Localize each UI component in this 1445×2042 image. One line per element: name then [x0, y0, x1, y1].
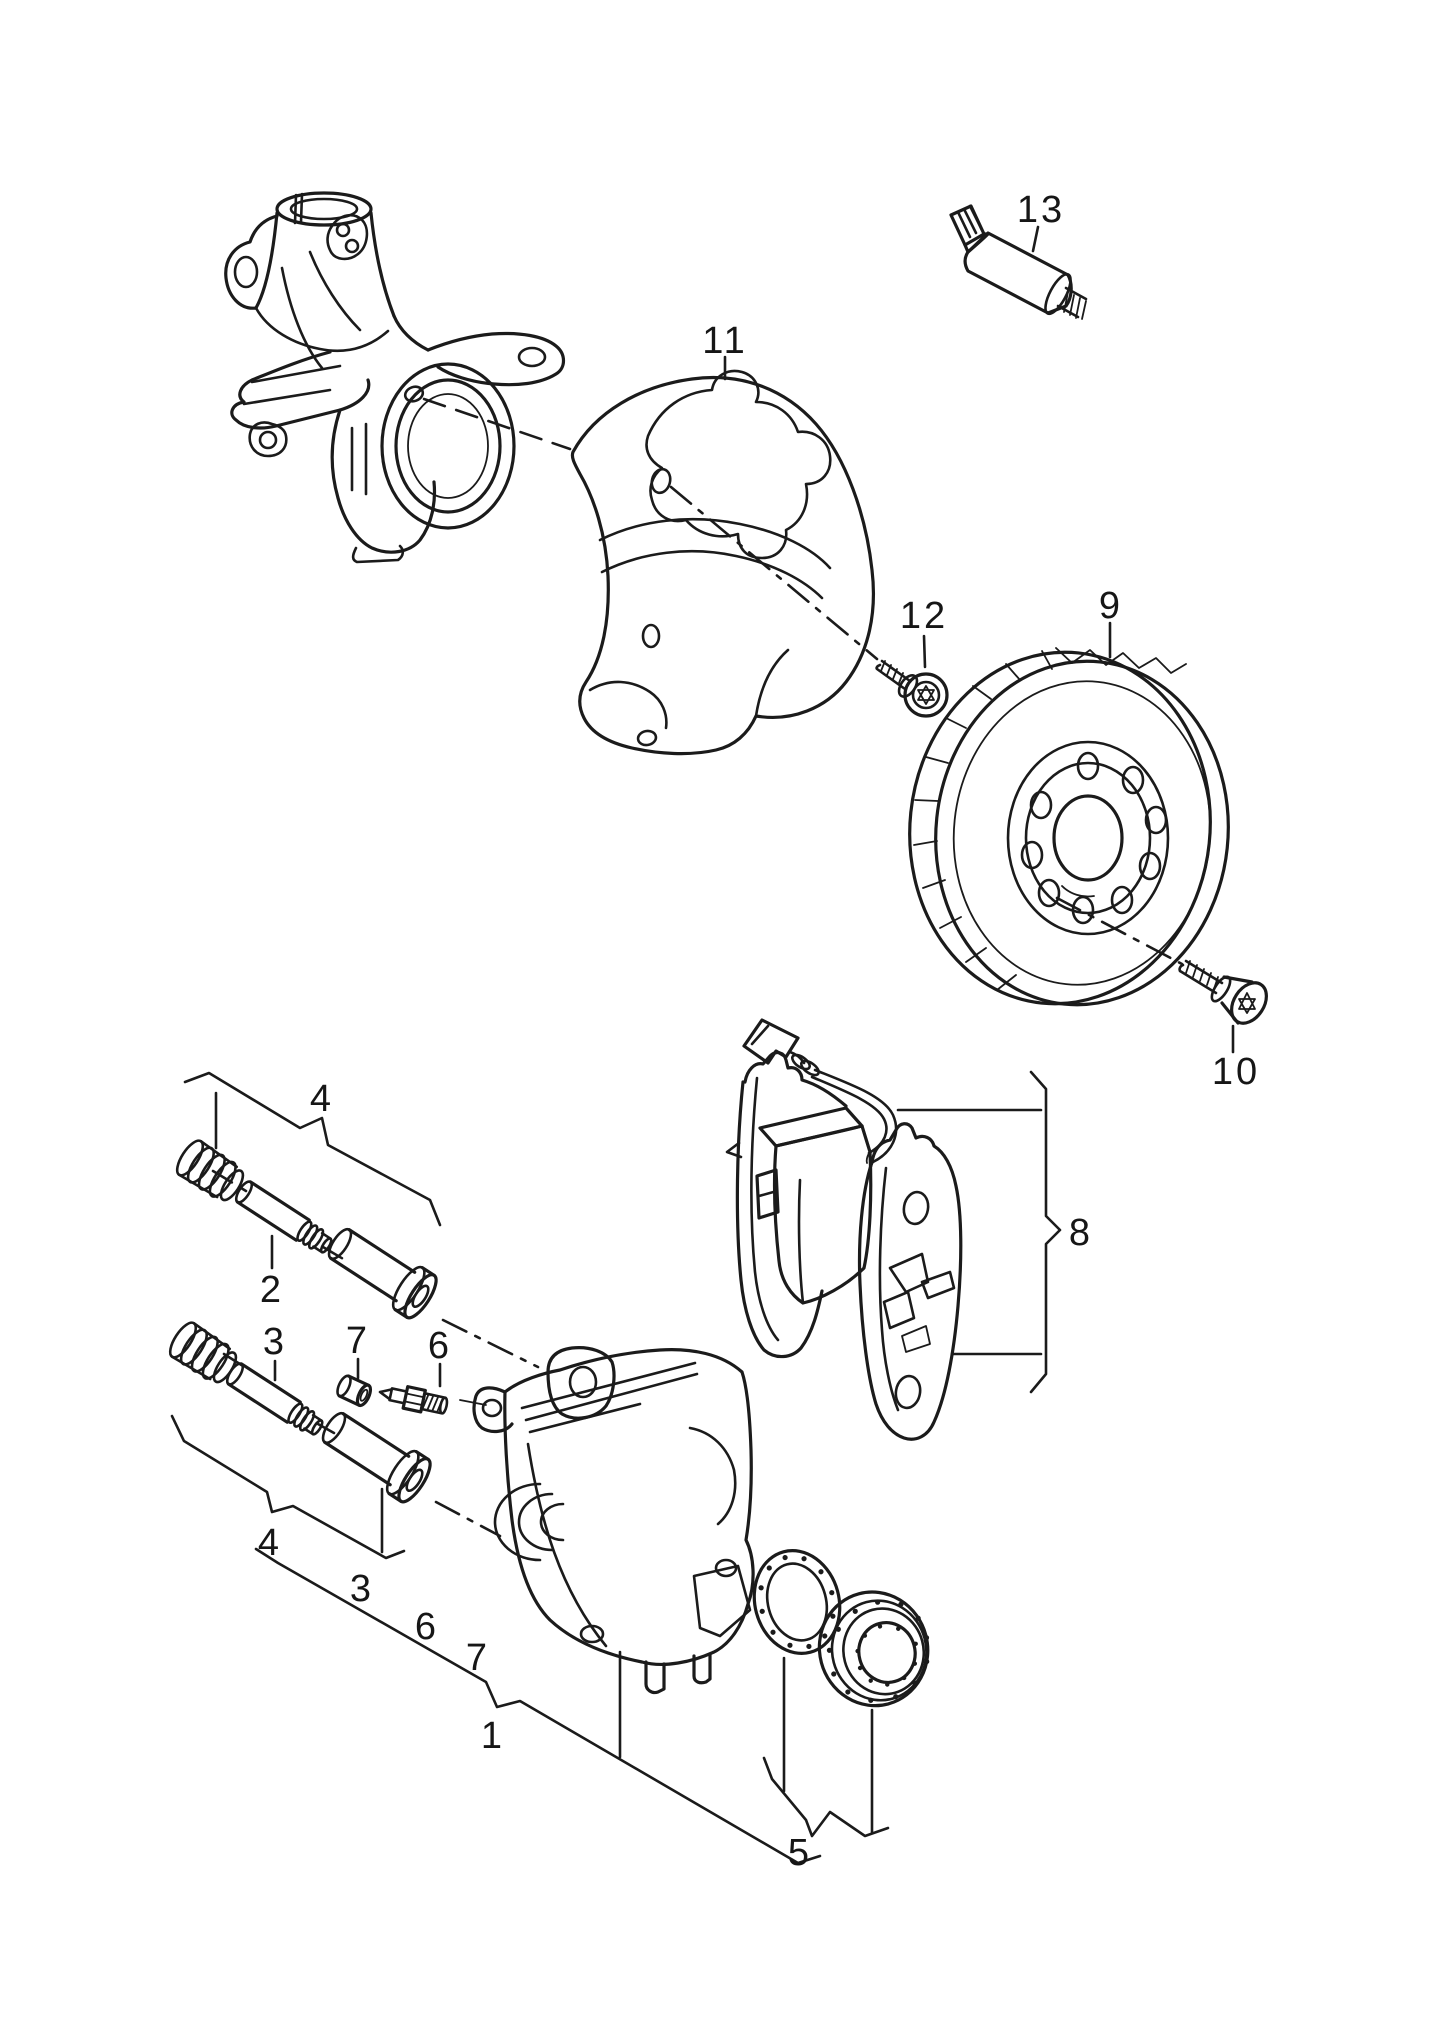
callout-4-lower: 4: [257, 1522, 283, 1564]
callout-3-upper: 3: [262, 1321, 288, 1363]
callout-1: 1: [480, 1715, 506, 1757]
brake-pads-drawing: [725, 1018, 963, 1441]
callout-9: 9: [1098, 585, 1124, 627]
callout-8: 8: [1068, 1212, 1094, 1254]
bracket-8: [1029, 1070, 1062, 1394]
callout-10: 10: [1211, 1051, 1261, 1093]
bracket-1: [254, 1547, 822, 1865]
brake-disc-drawing: [908, 647, 1230, 1007]
callout-3-lower: 3: [349, 1568, 375, 1610]
bracket-4-lower: [170, 1414, 406, 1560]
leader-lines: [214, 225, 1235, 1835]
bracket-5: [762, 1756, 890, 1838]
callout-12: 12: [899, 595, 949, 637]
splash-shield-drawing: [570, 369, 876, 756]
callout-6-lower: 6: [414, 1606, 440, 1648]
screw-12-drawing: [875, 659, 949, 718]
alignment-lines: [211, 397, 1184, 1538]
callout-5: 5: [787, 1832, 813, 1874]
guide-pin-kit-lower-drawing: [168, 1321, 487, 1504]
callout-4-upper: 4: [309, 1078, 335, 1120]
callout-7-lower: 7: [465, 1637, 491, 1679]
callout-11: 11: [702, 320, 748, 362]
cap-7-drawing: [336, 1374, 373, 1408]
callout-7-upper: 7: [345, 1320, 371, 1362]
screw-10-drawing: [1178, 959, 1268, 1025]
caliper-drawing: [472, 1346, 755, 1695]
callout-6-upper: 6: [427, 1325, 453, 1367]
callout-13: 13: [1016, 189, 1066, 231]
callout-2: 2: [259, 1269, 285, 1311]
seal-kit-drawing: [752, 1549, 930, 1708]
grease-tube-drawing: [949, 204, 1088, 320]
bleeder-screw-drawing: [378, 1385, 449, 1415]
bracket-4-upper: [183, 1071, 442, 1227]
steering-knuckle-drawing: [224, 191, 566, 564]
guide-pin-kit-upper-drawing: [175, 1139, 438, 1320]
brackets: [170, 1070, 1062, 1865]
